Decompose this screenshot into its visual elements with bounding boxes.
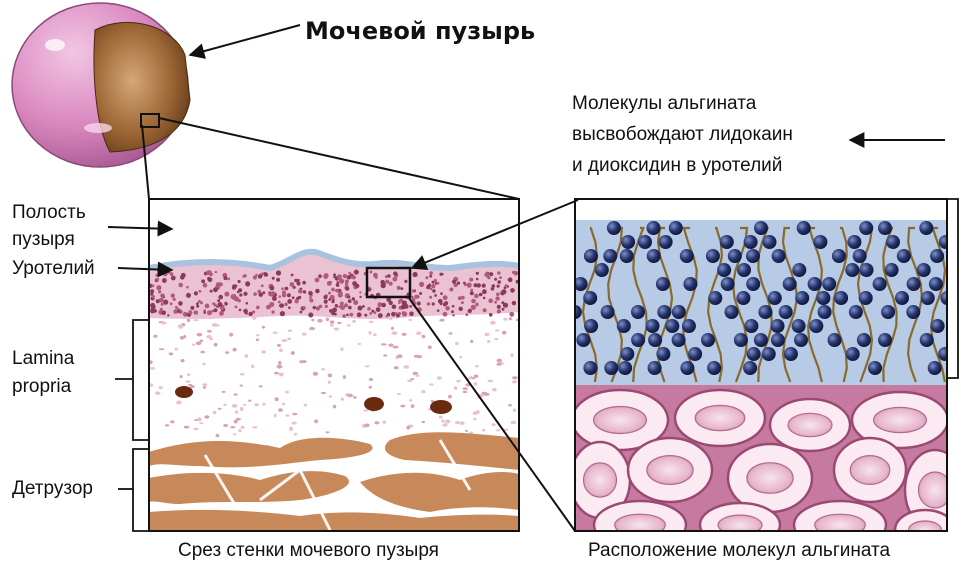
label-lamina-line-1: Lamina [12,348,74,370]
caption-alginate: Расположение молекул альгината [588,540,890,562]
label-detrusor: Детрузор [12,478,93,500]
alginate-detail-panel [568,199,961,550]
bladder-illustration [12,3,190,167]
alginate-note-line-2: высвобождают лидокаин [572,124,793,146]
label-cavity-line-1: Полость [12,202,86,224]
alginate-note-line-3: и диоксидин в уротелий [572,155,782,177]
label-lamina-line-2: propria [12,376,71,398]
wall-section-panel [148,199,519,531]
label-cavity-line-2: пузыря [12,229,75,251]
bladder-title: Мочевой пузырь [305,17,535,45]
caption-wall-section: Срез стенки мочевого пузыря [178,540,439,562]
label-urothelium: Уротелий [12,258,95,280]
alginate-note-line-1: Молекулы альгината [572,93,756,115]
